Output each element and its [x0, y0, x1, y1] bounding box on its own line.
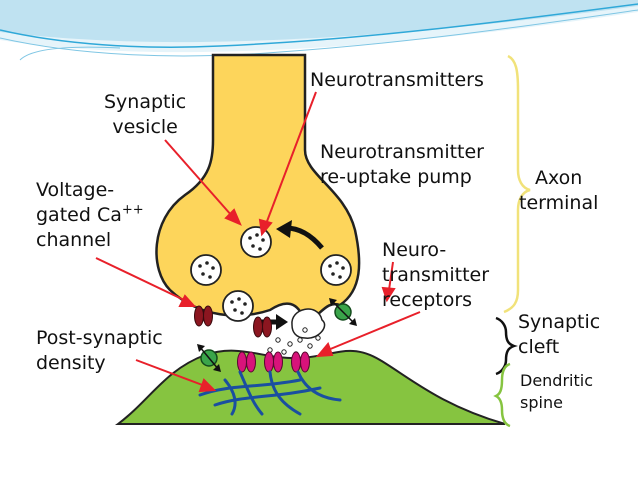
- label-voltage-gated-ca-channel: Voltage- gated Ca++ channel: [36, 178, 144, 253]
- release-arrow-head: [276, 314, 288, 330]
- vesicle: [320, 254, 352, 286]
- label-dendritic-spine: Dendritic spine: [520, 371, 593, 412]
- synaptic-vesicles: [190, 226, 352, 322]
- recycling-arrow-head: [276, 220, 292, 238]
- exocytosis-blob: [291, 308, 326, 339]
- label-reuptake-pump: Neurotransmitter re-uptake pump: [320, 141, 484, 188]
- vgcc-line-2: gated Ca: [36, 204, 122, 226]
- vesicle: [190, 254, 222, 286]
- label-synaptic-cleft: Synaptic cleft: [518, 311, 601, 358]
- synaptic-cleft-brace: [495, 316, 518, 376]
- vesicle: [222, 290, 254, 322]
- label-neurotransmitters: Neurotransmitters: [310, 69, 484, 91]
- pointer-arrows: [95, 91, 421, 393]
- label-synaptic-vesicle: Synaptic vesicle: [104, 91, 187, 138]
- header-swoosh: [0, 0, 638, 61]
- vesicle: [240, 226, 272, 258]
- dendritic-spine-brace: [493, 362, 511, 428]
- postsynaptic-receptors: [237, 351, 310, 373]
- voltage-gated-ca-channels: [194, 305, 272, 338]
- vgcc-line-3: channel: [36, 229, 112, 251]
- label-nt-receptors: Neuro- transmitter receptors: [382, 239, 490, 311]
- post-synaptic-density-filaments: [198, 370, 342, 416]
- label-axon-terminal: Axon terminal: [519, 167, 599, 214]
- vgcc-superscript: ++: [121, 202, 144, 218]
- axon-terminal-brace: [503, 54, 531, 314]
- dendritic-spine-shape: [115, 349, 506, 425]
- vgcc-line-1: Voltage-: [36, 179, 115, 201]
- reuptake-pumps: [197, 298, 357, 372]
- label-post-synaptic-density: Post-synaptic density: [36, 327, 163, 374]
